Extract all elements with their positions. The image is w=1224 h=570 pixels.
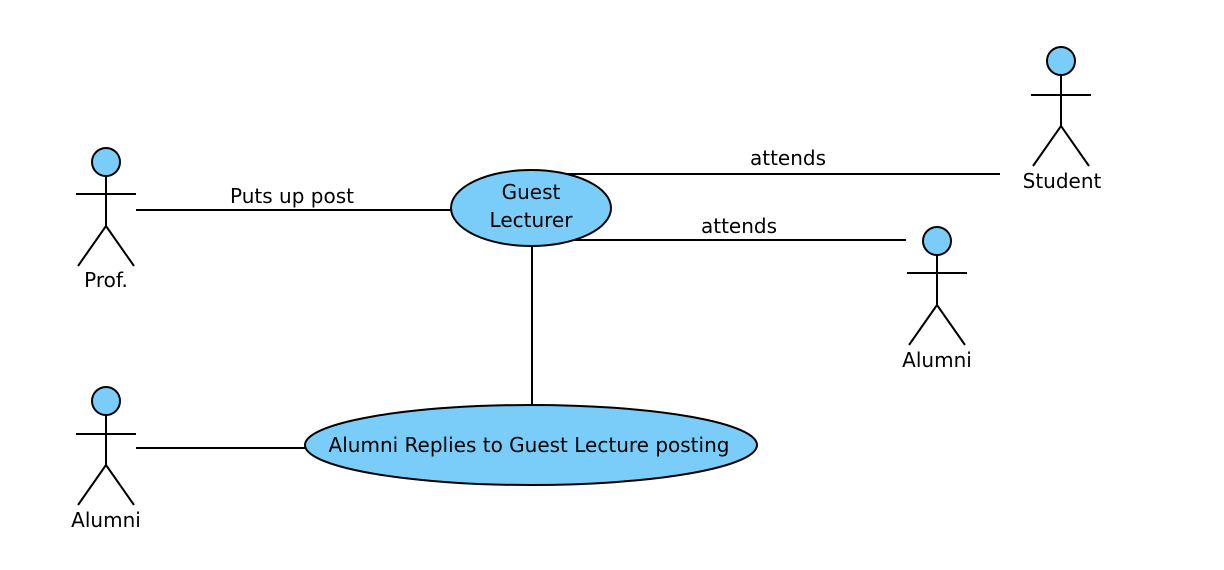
usecase-alumni-replies[interactable]: Alumni Replies to Guest Lecture posting	[304, 404, 758, 486]
actor-alumni-left[interactable]: Alumni	[71, 386, 141, 532]
usecase-guest-lecturer[interactable]: Guest Lecturer	[450, 169, 612, 247]
actor-alumni-right[interactable]: Alumni	[902, 226, 972, 372]
actor-prof-label: Prof.	[84, 268, 128, 292]
actor-prof[interactable]: Prof.	[76, 147, 136, 292]
usecase-guest-lecturer-line1: Guest	[502, 180, 561, 204]
actor-student-leg-right	[1060, 125, 1090, 167]
actor-alumni-left-head	[91, 386, 121, 416]
actor-student[interactable]: Student	[1023, 46, 1102, 193]
actor-alumni-left-leg-right	[105, 464, 135, 506]
actor-prof-leg-left	[77, 225, 107, 267]
actor-student-head	[1046, 46, 1076, 76]
actor-alumni-left-leg-left	[77, 464, 107, 506]
usecase-alumni-replies-shape	[304, 404, 758, 486]
label-attends-alumni: attends	[701, 214, 777, 238]
usecase-alumni-replies-label: Alumni Replies to Guest Lecture posting	[329, 433, 730, 457]
actor-alumni-right-label: Alumni	[902, 348, 972, 372]
actor-alumni-left-label: Alumni	[71, 508, 141, 532]
actor-alumni-right-head	[922, 226, 952, 256]
actor-prof-leg-right	[105, 225, 135, 267]
actor-student-label: Student	[1023, 169, 1102, 193]
usecase-guest-lecturer-line2: Lecturer	[490, 208, 574, 232]
label-puts-up-post: Puts up post	[230, 184, 354, 208]
actor-alumni-right-leg-left	[908, 304, 938, 346]
actor-prof-head	[91, 147, 121, 177]
usecase-guest-lecturer-shape	[450, 169, 612, 247]
label-attends-student: attends	[750, 146, 826, 170]
actor-alumni-right-leg-right	[936, 304, 966, 346]
actor-student-leg-left	[1032, 125, 1062, 167]
